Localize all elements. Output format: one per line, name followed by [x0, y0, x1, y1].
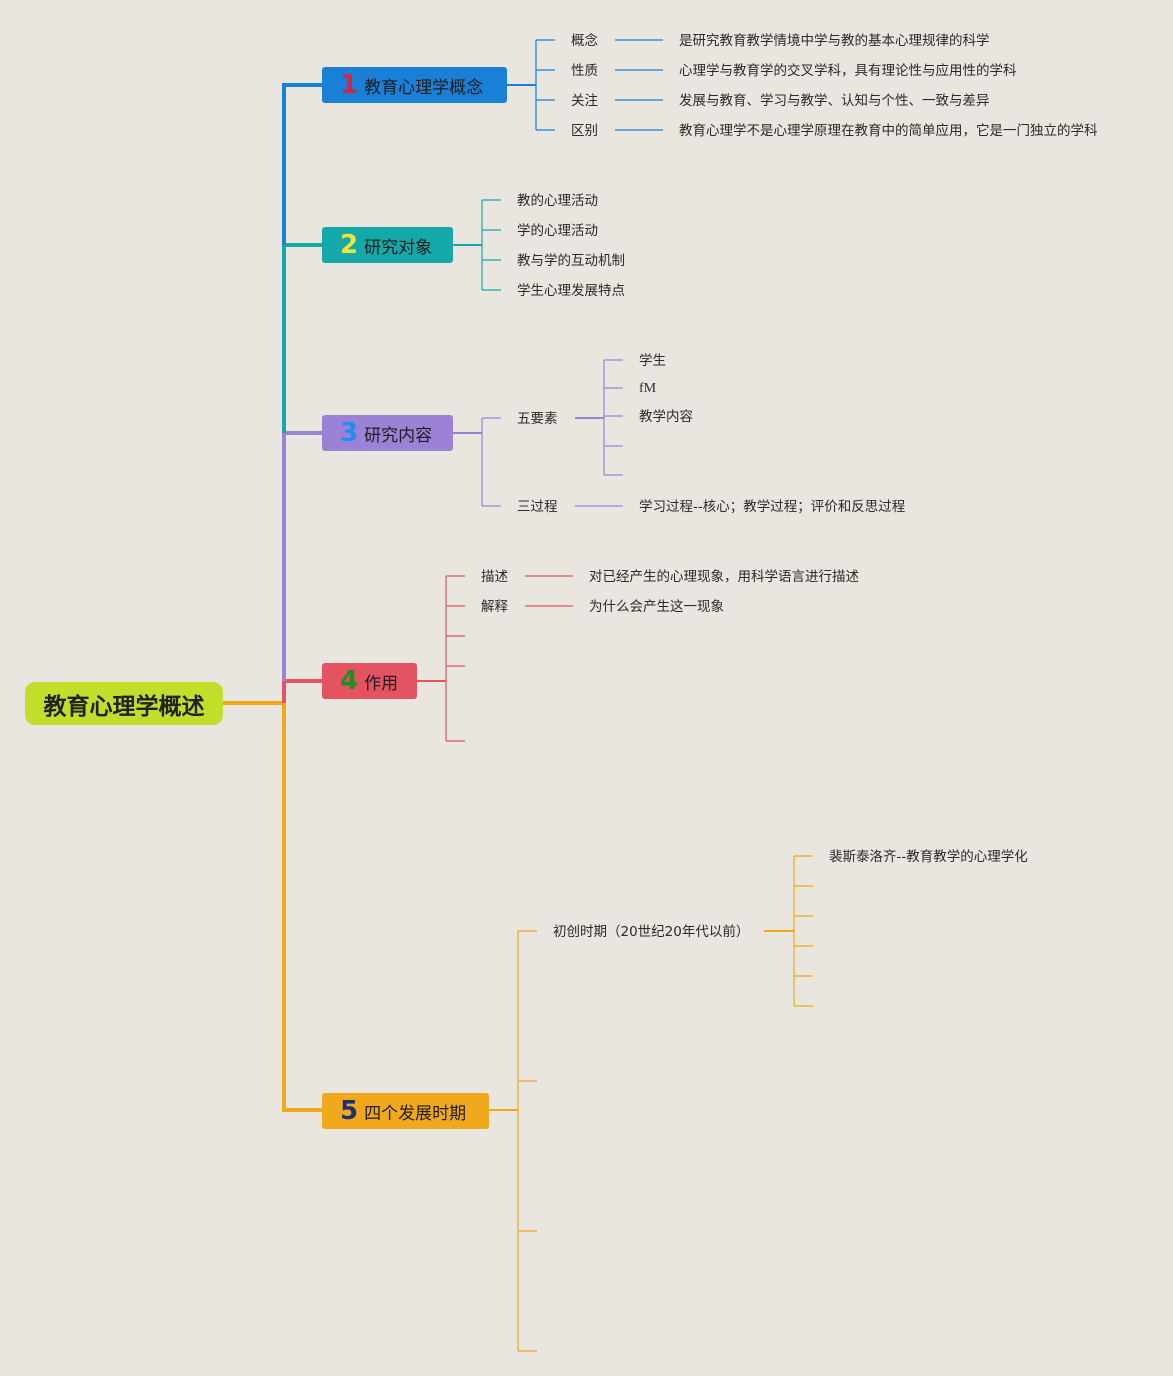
branch-research-content[interactable]: 3 研究内容 [322, 415, 453, 451]
concept-term[interactable]: 区别 [571, 123, 598, 139]
five-elements-label[interactable]: 五要素 [517, 411, 558, 427]
three-processes-text[interactable]: 学习过程--核心；教学过程；评价和反思过程 [639, 499, 906, 515]
research-object-item[interactable]: 学的心理活动 [517, 223, 598, 239]
branch-research-object[interactable]: 2 研究对象 [322, 227, 453, 263]
three-processes-label[interactable]: 三过程 [517, 499, 558, 515]
trunk-to-branch-5 [282, 703, 322, 1112]
function-definition[interactable]: 为什么会产生这一现象 [589, 599, 724, 615]
branch-number: 3 [340, 418, 359, 448]
concept-definition[interactable]: 是研究教育教学情境中学与教的基本心理规律的科学 [679, 33, 990, 49]
period-initial-item[interactable]: 裴斯泰洛齐--教育教学的心理学化 [829, 849, 1028, 865]
concept-definition[interactable]: 心理学与教育学的交叉学科，具有理论性与应用性的学科 [679, 63, 1017, 79]
research-object-item[interactable]: 学生心理发展特点 [517, 283, 625, 299]
five-elements-item[interactable]: 学生 [639, 353, 666, 369]
concept-definition[interactable]: 发展与教育、学习与教学、认知与个性、一致与差异 [679, 93, 990, 109]
period-initial-label[interactable]: 初创时期（20世纪20年代以前） [553, 924, 750, 940]
function-term[interactable]: 解释 [481, 599, 508, 615]
branch-number: 5 [340, 1096, 359, 1126]
branch-label: 研究对象 [364, 237, 433, 258]
function-definition[interactable]: 对已经产生的心理现象，用科学语言进行描述 [589, 569, 859, 585]
branch-development-periods[interactable]: 5 四个发展时期 [322, 1093, 489, 1129]
five-elements-item[interactable]: fM [639, 381, 657, 396]
trunk-to-branch-1 [282, 83, 322, 245]
root-topic[interactable]: 教育心理学概述 [25, 682, 223, 725]
concept-term[interactable]: 关注 [571, 93, 598, 109]
trunk-to-branch-3 [282, 431, 322, 681]
concept-definition[interactable]: 教育心理学不是心理学原理在教育中的简单应用，它是一门独立的学科 [679, 123, 1098, 139]
concept-term[interactable]: 性质 [571, 63, 598, 79]
branch-label: 作用 [364, 673, 399, 694]
branch-number: 2 [340, 230, 359, 260]
branch-function[interactable]: 4 作用 [322, 663, 417, 699]
function-term[interactable]: 描述 [481, 569, 508, 585]
trunk-to-branch-2 [282, 243, 322, 433]
branch-label: 研究内容 [364, 425, 433, 446]
branch-label: 四个发展时期 [364, 1103, 467, 1124]
trunk-to-branch-4 [282, 679, 322, 703]
branch-number: 4 [340, 666, 359, 696]
concept-term[interactable]: 概念 [571, 33, 598, 49]
research-object-item[interactable]: 教的心理活动 [517, 193, 598, 209]
branch-concept[interactable]: 1 教育心理学概念 [322, 67, 507, 103]
five-elements-item[interactable]: 教学内容 [639, 409, 693, 425]
branch-number: 1 [340, 70, 359, 100]
branch-label: 教育心理学概念 [364, 77, 484, 98]
research-object-item[interactable]: 教与学的互动机制 [517, 253, 625, 269]
